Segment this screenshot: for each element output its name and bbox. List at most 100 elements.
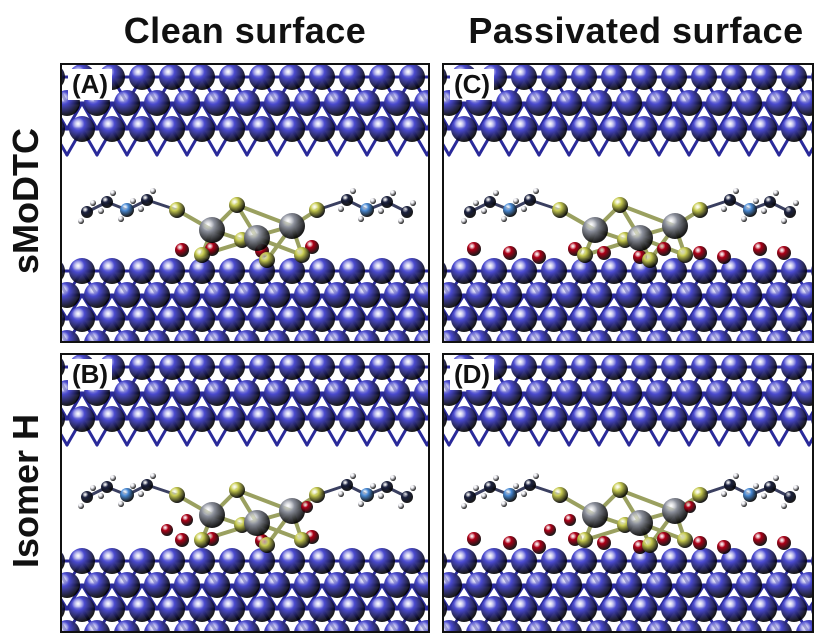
bond [444, 117, 451, 131]
atom-fe [219, 258, 245, 284]
atom-fe [249, 65, 275, 90]
atom-fe [219, 116, 245, 142]
bond [62, 143, 69, 157]
atom-h [481, 493, 487, 499]
bond [290, 293, 309, 321]
atom-fe [369, 258, 395, 284]
bond [245, 391, 264, 421]
atom-fe [444, 262, 447, 280]
atom-fe [571, 406, 597, 432]
atom-fe [294, 90, 320, 116]
atom-fe [601, 65, 627, 90]
atom-fe [174, 90, 200, 116]
atom-fe [556, 620, 582, 631]
atom-fe [264, 572, 290, 598]
bond [305, 583, 324, 611]
atom-fe [526, 90, 552, 116]
atom-s [552, 202, 568, 218]
atom-fe [586, 282, 612, 308]
bond [410, 293, 428, 321]
atom-fe [189, 406, 215, 432]
bond [477, 391, 496, 421]
atom-s [294, 247, 310, 263]
atom-fe [601, 548, 627, 574]
atom-fe [84, 572, 110, 598]
atom-fe [781, 258, 807, 284]
atom-fe [204, 572, 230, 598]
atom-fe [751, 306, 777, 332]
atom-fe [279, 406, 305, 432]
atom-c [464, 206, 476, 218]
bond [260, 583, 279, 611]
atom-fe [384, 282, 410, 308]
atom-o [503, 246, 517, 260]
atom-h [461, 503, 467, 509]
bond [305, 391, 324, 421]
bond [567, 293, 586, 321]
atom-fe [429, 406, 430, 432]
atom-fe [62, 600, 65, 618]
atom-h [533, 188, 539, 194]
panel-label-d: (D) [450, 359, 495, 390]
atom-mo [662, 498, 688, 524]
atom-fe [586, 620, 612, 631]
atom-c [764, 481, 776, 493]
bond [582, 293, 601, 321]
atom-fe [99, 548, 125, 574]
atom-fe [706, 282, 732, 308]
atom-mo [244, 510, 270, 536]
atom-fe [279, 355, 305, 380]
atom-fe [399, 596, 425, 622]
bond [335, 293, 354, 321]
atom-fe [399, 116, 425, 142]
atom-fe [129, 306, 155, 332]
atom-fe [571, 116, 597, 142]
atom-mo [582, 502, 608, 528]
bond [807, 601, 812, 611]
bond [777, 293, 796, 321]
bond [230, 101, 249, 131]
bond [410, 391, 428, 421]
atom-fe [414, 620, 428, 631]
atom-fe [69, 406, 95, 432]
bond [732, 101, 751, 131]
atom-h [773, 190, 779, 196]
atom-fe [339, 596, 365, 622]
atom-fe [279, 116, 305, 142]
atom-fe [646, 380, 672, 406]
bond [320, 101, 339, 131]
atom-fe [541, 258, 567, 284]
bond [215, 101, 234, 131]
atom-h [338, 206, 344, 212]
atom-fe [429, 596, 430, 622]
atom-fe [444, 358, 447, 376]
atom-n [360, 488, 374, 502]
atom-fe [324, 572, 350, 598]
atom-o [777, 246, 791, 260]
bond [155, 101, 174, 131]
bond [215, 583, 234, 611]
atom-fe [189, 306, 215, 332]
atom-h [533, 473, 539, 479]
atom-fe [736, 620, 762, 631]
atom-fe [62, 120, 65, 138]
atom-fe [451, 116, 477, 142]
atom-fe [556, 90, 582, 116]
atom-fe [159, 548, 185, 574]
atom-fe [481, 116, 507, 142]
atom-fe [781, 596, 807, 622]
atom-fe [444, 120, 447, 138]
bond [762, 583, 781, 611]
bond [80, 293, 99, 321]
atom-fe [129, 116, 155, 142]
bond [582, 101, 601, 131]
atom-mo [199, 217, 225, 243]
bond [305, 101, 324, 131]
atom-fe [706, 380, 732, 406]
atom-fe [736, 330, 762, 341]
atom-fe [751, 355, 777, 380]
atom-fe [444, 552, 447, 570]
atom-o [181, 514, 193, 526]
atom-fe [219, 355, 245, 380]
atom-fe [339, 306, 365, 332]
